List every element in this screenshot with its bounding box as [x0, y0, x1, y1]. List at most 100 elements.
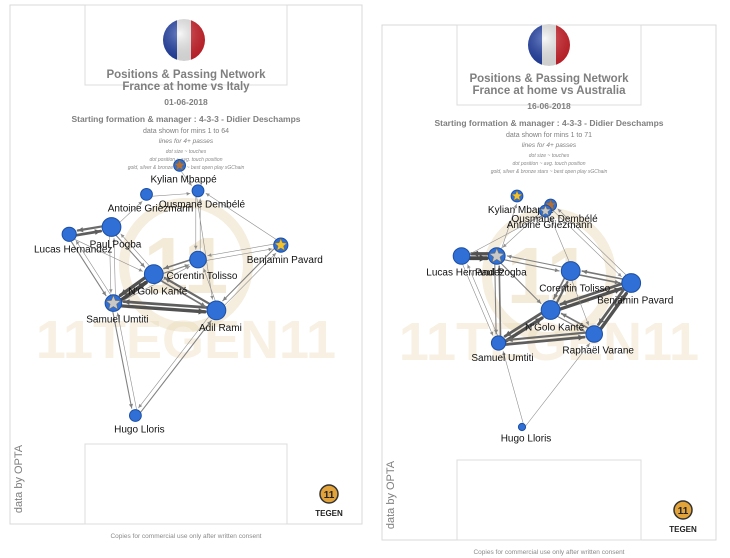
chart-subtitle: France at home vs Australia — [473, 85, 627, 97]
pass-arrowhead — [102, 291, 106, 296]
pass-arrowhead — [120, 234, 125, 238]
flag-shade — [163, 19, 205, 61]
pass-arrowhead — [198, 198, 202, 203]
pass-line — [206, 248, 273, 261]
panel-italy: 11 11TEGEN11 Positions & Passing NetworkFr… — [9, 4, 363, 540]
pass-arrowhead — [497, 266, 502, 271]
player-dot-lucas-hernandez — [452, 247, 471, 265]
pass-line — [122, 300, 209, 309]
pass-lines — [70, 171, 277, 413]
pass-arrowhead — [200, 302, 206, 307]
player-label-kylian-mbappe: Kylian Mbappé — [151, 174, 218, 185]
pass-line — [502, 213, 541, 248]
pass-line — [115, 234, 146, 268]
pass-arrowhead — [614, 279, 620, 285]
tegen-logo: 11 — [319, 484, 339, 504]
pass-line — [503, 311, 543, 338]
pass-arrowhead — [188, 181, 192, 186]
pass-line — [500, 262, 542, 305]
player-label-paul-pogba: Paul Pogba — [90, 239, 142, 250]
pass-arrowhead — [140, 262, 145, 268]
legend-line: dot position ~ avg. touch position — [150, 157, 223, 163]
pass-arrowhead — [138, 268, 143, 272]
watermark-text: 11TEGEN11 — [399, 312, 699, 372]
data-credit: data by OPTA — [385, 460, 397, 529]
pass-line — [205, 193, 277, 240]
player-label-benjamin-pavard: Benjamin Pavard — [247, 255, 323, 266]
pass-line — [74, 239, 143, 272]
player-label-ousmane-dembele: Ousmane Dembélé — [512, 214, 599, 225]
pass-arrowhead — [76, 240, 80, 245]
pass-arrowhead — [164, 264, 170, 270]
pass-arrowhead — [198, 308, 205, 315]
legend-line: dot size ~ touches — [529, 153, 570, 159]
pass-arrowhead — [77, 227, 84, 233]
pass-arrowhead — [116, 312, 120, 317]
pass-line — [120, 233, 150, 267]
pass-arrowhead — [467, 264, 471, 269]
pass-arrowhead — [268, 247, 273, 252]
pass-line — [119, 201, 143, 223]
pass-arrowhead — [112, 238, 116, 242]
watermark-ring — [119, 198, 253, 332]
pass-line — [559, 282, 623, 306]
pass-arrowhead — [578, 334, 585, 341]
chart-subtitle: France at home vs Italy — [122, 81, 250, 93]
pass-arrowhead — [203, 268, 207, 273]
pass-line — [222, 248, 275, 302]
pass-line — [525, 343, 591, 426]
pass-line — [152, 193, 191, 197]
player-dot-paul-pogba — [101, 217, 122, 237]
legend-line: gold, silver & bronze stars ~ best open … — [491, 169, 608, 175]
player-dot-benjamin-pavard — [621, 273, 642, 293]
match-date: 01-06-2018 — [164, 97, 208, 107]
gold-star-icon — [511, 190, 523, 201]
pass-line — [501, 203, 517, 250]
player-label-hugo-lloris: Hugo Lloris — [114, 424, 165, 435]
pass-line — [469, 216, 540, 255]
penalty-box-bottom — [456, 459, 642, 541]
player-dot-ousmane-dembele — [191, 184, 205, 198]
pass-arrowhead — [164, 277, 171, 283]
minutes-line: data shown for mins 1 to 64 — [143, 128, 229, 135]
gold-star-icon — [274, 238, 288, 251]
chart-title: Positions & Passing Network — [106, 69, 266, 81]
player-label-benjamin-pavard: Benjamin Pavard — [597, 295, 673, 306]
pass-arrowhead — [186, 192, 191, 196]
pass-line — [503, 259, 560, 272]
flag-shade — [528, 24, 570, 66]
pass-line — [160, 279, 207, 308]
pass-arrowhead — [513, 204, 518, 209]
player-dot-adil-rami — [206, 300, 227, 321]
player-label-lucas-hernandez: Lucas Hernandez — [34, 244, 112, 255]
pass-arrowhead — [579, 327, 585, 331]
pass-arrowhead — [207, 320, 212, 326]
player-dot-n-golo-kante — [540, 300, 561, 320]
pass-line — [467, 264, 499, 336]
legend-line: dot size ~ touches — [166, 149, 207, 155]
player-label-ousmane-dembele: Ousmane Dembélé — [159, 200, 246, 211]
pass-line — [121, 265, 191, 302]
player-dot-n-golo-kante — [143, 264, 164, 285]
pass-arrowhead — [207, 253, 212, 257]
pass-line — [597, 287, 626, 326]
penalty-box-top — [84, 4, 288, 86]
player-dot-lucas-hernandez — [61, 226, 77, 242]
pass-arrowhead — [550, 217, 554, 222]
pass-arrowhead — [128, 403, 133, 409]
pass-arrowhead — [585, 321, 589, 326]
pass-arrowhead — [194, 245, 198, 250]
pass-arrowhead — [507, 254, 512, 259]
watermark-text: 11TEGEN11 — [36, 310, 336, 370]
lines-line: lines for 4+ passes — [522, 142, 577, 149]
pass-line — [558, 287, 623, 311]
pass-arrowhead — [272, 253, 276, 257]
formation-line: Starting formation & manager : 4-3-3 - D… — [434, 118, 663, 128]
pass-arrowhead — [535, 216, 540, 220]
match-date: 16-06-2018 — [527, 101, 571, 111]
pass-arrowhead — [586, 343, 590, 348]
player-label-n-golo-kante: N'Golo Kanté — [128, 287, 188, 298]
minutes-line: data shown for mins 1 to 71 — [506, 132, 592, 139]
